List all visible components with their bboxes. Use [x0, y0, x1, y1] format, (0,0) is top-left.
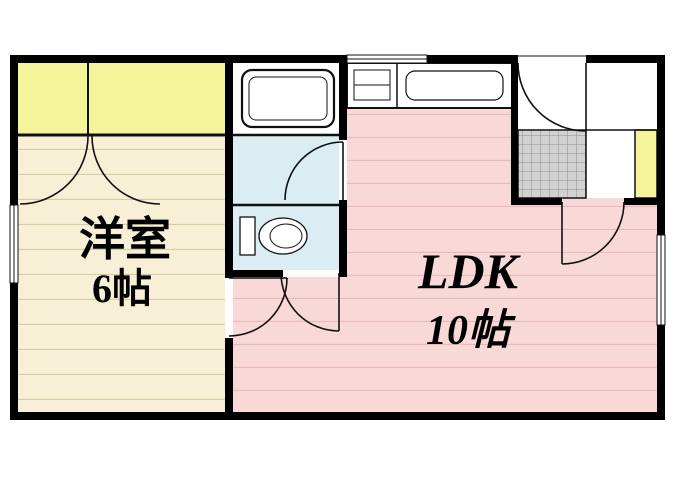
wall-hall-ldk-2: [624, 198, 657, 205]
entrance-door-arc: [517, 62, 587, 132]
western-room-door-arc: [228, 277, 288, 337]
window-left: [9, 204, 19, 284]
wall-top-2: [427, 55, 518, 63]
wall-toilet-bottom-2: [339, 270, 347, 277]
wall-wetrooms-1: [339, 55, 347, 140]
kitchen-counter: [346, 62, 513, 109]
window-kitchen: [346, 54, 428, 64]
closet-large: [88, 63, 225, 135]
closet-door-arc-left: [19, 135, 89, 205]
wall-right-1: [657, 55, 665, 235]
toilet-door-arc: [280, 272, 340, 332]
wall-left-1: [10, 55, 18, 205]
wall-kitchen-entrance: [511, 55, 518, 205]
partitions: [18, 63, 339, 207]
western-room-floor-stripes: [18, 135, 225, 412]
toilet-tank: [239, 216, 256, 256]
bathtub-outer: [240, 68, 336, 129]
kitchen-sink: [405, 70, 504, 101]
ldk-label: LDK: [417, 243, 522, 299]
wall-top-3: [586, 55, 665, 63]
toilet-bowl: [258, 217, 308, 255]
wall-hall-ldk-1: [511, 198, 562, 205]
fixtures: [239, 62, 513, 256]
window-right: [656, 234, 666, 326]
shoe-closet: [634, 129, 658, 199]
walls: [10, 55, 665, 420]
labels: 洋室 6帖 LDK 10帖: [79, 214, 522, 354]
wall-toilet-bottom-1: [225, 270, 283, 277]
wall-bottom: [10, 412, 665, 420]
wall-western-1: [225, 55, 233, 278]
toilet-bowl-inner: [269, 223, 303, 249]
wall-right-2: [657, 325, 665, 420]
bathtub: [240, 68, 336, 129]
western-room-label: 洋室: [79, 214, 171, 265]
genkan-tile: [517, 129, 587, 199]
wall-western-2: [225, 338, 233, 412]
windows: [9, 54, 666, 326]
closet-door-arc-right: [91, 135, 161, 205]
washroom-door-arc: [284, 141, 344, 201]
western-room-size: 6帖: [92, 266, 152, 311]
ldk-size: 10帖: [426, 308, 516, 354]
toilet: [239, 216, 308, 256]
ldk-door-arc: [561, 201, 625, 265]
bathtub-inner: [248, 76, 328, 121]
wall-wetrooms-2: [339, 200, 347, 277]
doors: [19, 62, 625, 337]
wall-top-1: [10, 55, 347, 63]
closet-small: [18, 63, 88, 135]
wall-left-2: [10, 283, 18, 420]
